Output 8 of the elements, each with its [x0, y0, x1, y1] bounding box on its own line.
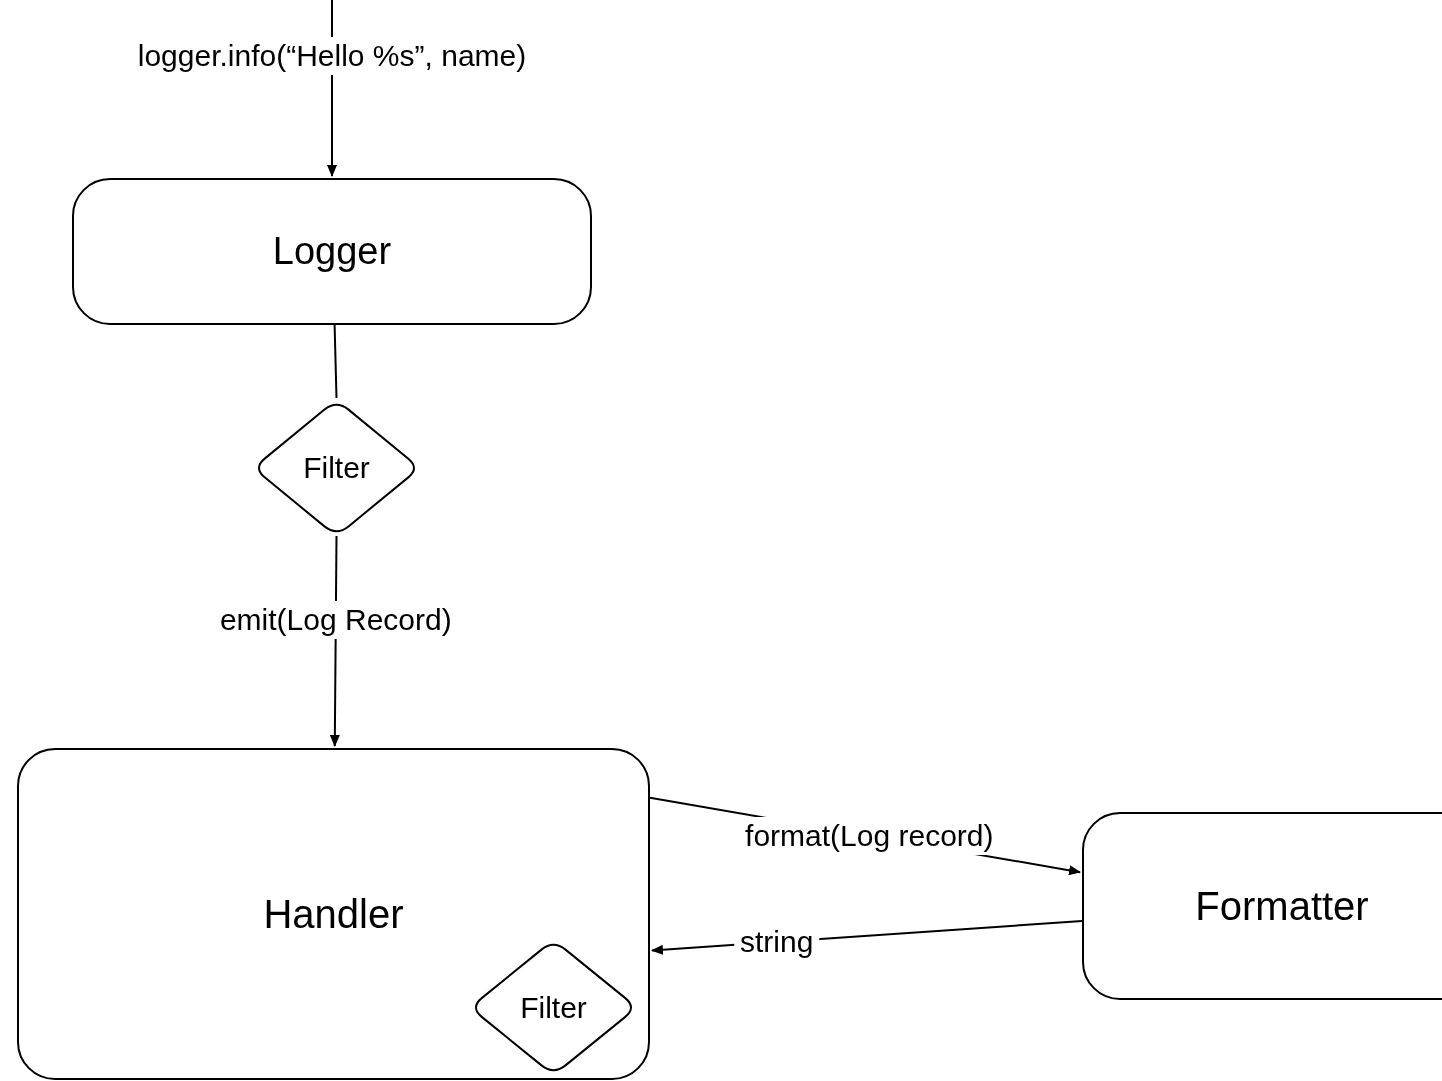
process-box: [17, 748, 650, 1080]
node-label: Handler: [263, 891, 404, 937]
node-label: Filter: [520, 990, 587, 1025]
node-label: Logger: [272, 230, 392, 273]
node-label: Formatter: [1195, 883, 1369, 929]
process-box: [1082, 812, 1442, 1000]
node-label: Filter: [303, 451, 370, 485]
process-box: [72, 178, 592, 325]
